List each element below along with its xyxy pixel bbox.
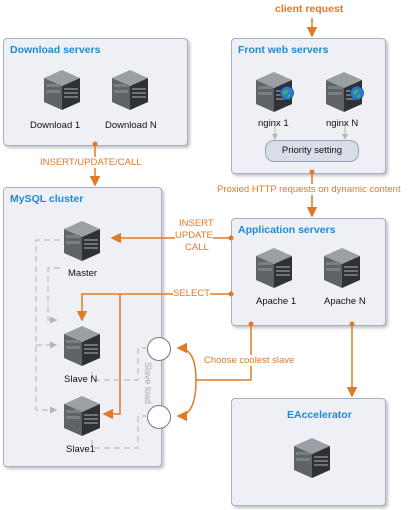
- server-label: Master: [68, 268, 98, 279]
- insert-update-call-label: INSERT/UPDATE/CALL: [40, 157, 142, 168]
- slave-load-path-bottom: [91, 415, 146, 449]
- server-icon: [290, 434, 334, 480]
- server-label: Apache N: [324, 296, 366, 307]
- server-icon: [60, 217, 104, 263]
- server-icon: [252, 244, 296, 290]
- select-connector-dot: [228, 291, 234, 297]
- priority-setting-box: Priority setting: [265, 140, 359, 162]
- download-servers-panel: Download servers: [3, 38, 188, 146]
- client-request-label: client request: [275, 3, 344, 15]
- replication-left-outer: [35, 239, 60, 414]
- select-label: SELECT: [173, 288, 210, 299]
- server-label: Slave N: [64, 374, 98, 385]
- proxied-http-label: Proxied HTTP requests on dynamic content: [217, 184, 401, 195]
- server-label: nginx 1: [258, 118, 289, 129]
- choose-to-circle-top: [176, 342, 197, 381]
- insert-connector-dot: [228, 235, 234, 241]
- update-label: UPDATE: [175, 230, 213, 241]
- front-connector-dot: [309, 169, 315, 175]
- call-label: CALL: [185, 242, 209, 253]
- globe-icon: [280, 86, 294, 100]
- eaccel-connector-dot: [349, 321, 355, 327]
- download-servers-title: Download servers: [10, 44, 101, 56]
- server-label: Apache 1: [256, 296, 297, 307]
- server-icon: [60, 322, 104, 368]
- server-icon: [108, 66, 152, 112]
- insert-label: INSERT: [179, 218, 214, 229]
- server-icon: [40, 66, 84, 112]
- server-label: nginx N: [326, 118, 359, 129]
- replication-left-mid: [47, 267, 60, 324]
- choose-slave-line: [196, 326, 252, 381]
- select-to-slave1-arrow: [102, 294, 121, 420]
- slave-load-path-top: [91, 347, 146, 381]
- choose-to-circle-bottom: [176, 379, 197, 422]
- application-servers-title: Application servers: [238, 224, 336, 236]
- slave-load-circle-bottom: [147, 405, 171, 429]
- choose-coolest-slave-label: Choose coolest slave: [204, 355, 295, 366]
- choose-connector-dot: [248, 321, 254, 327]
- server-label: Download N: [105, 120, 157, 131]
- application-servers-panel: Application servers: [231, 218, 386, 326]
- mysql-cluster-title: MySQL cluster: [10, 193, 84, 205]
- slave-load-label: Slave load: [143, 362, 153, 405]
- slave-load-circle-top: [147, 337, 171, 361]
- server-icon: [60, 392, 104, 438]
- server-label: Download 1: [30, 120, 81, 131]
- front-web-servers-title: Front web servers: [238, 44, 329, 56]
- server-icon: [320, 244, 364, 290]
- globe-icon: [350, 86, 364, 100]
- server-label: Slave1: [66, 444, 96, 455]
- download-connector-dot: [92, 141, 98, 147]
- eaccelerator-title: EAccelerator: [287, 409, 352, 421]
